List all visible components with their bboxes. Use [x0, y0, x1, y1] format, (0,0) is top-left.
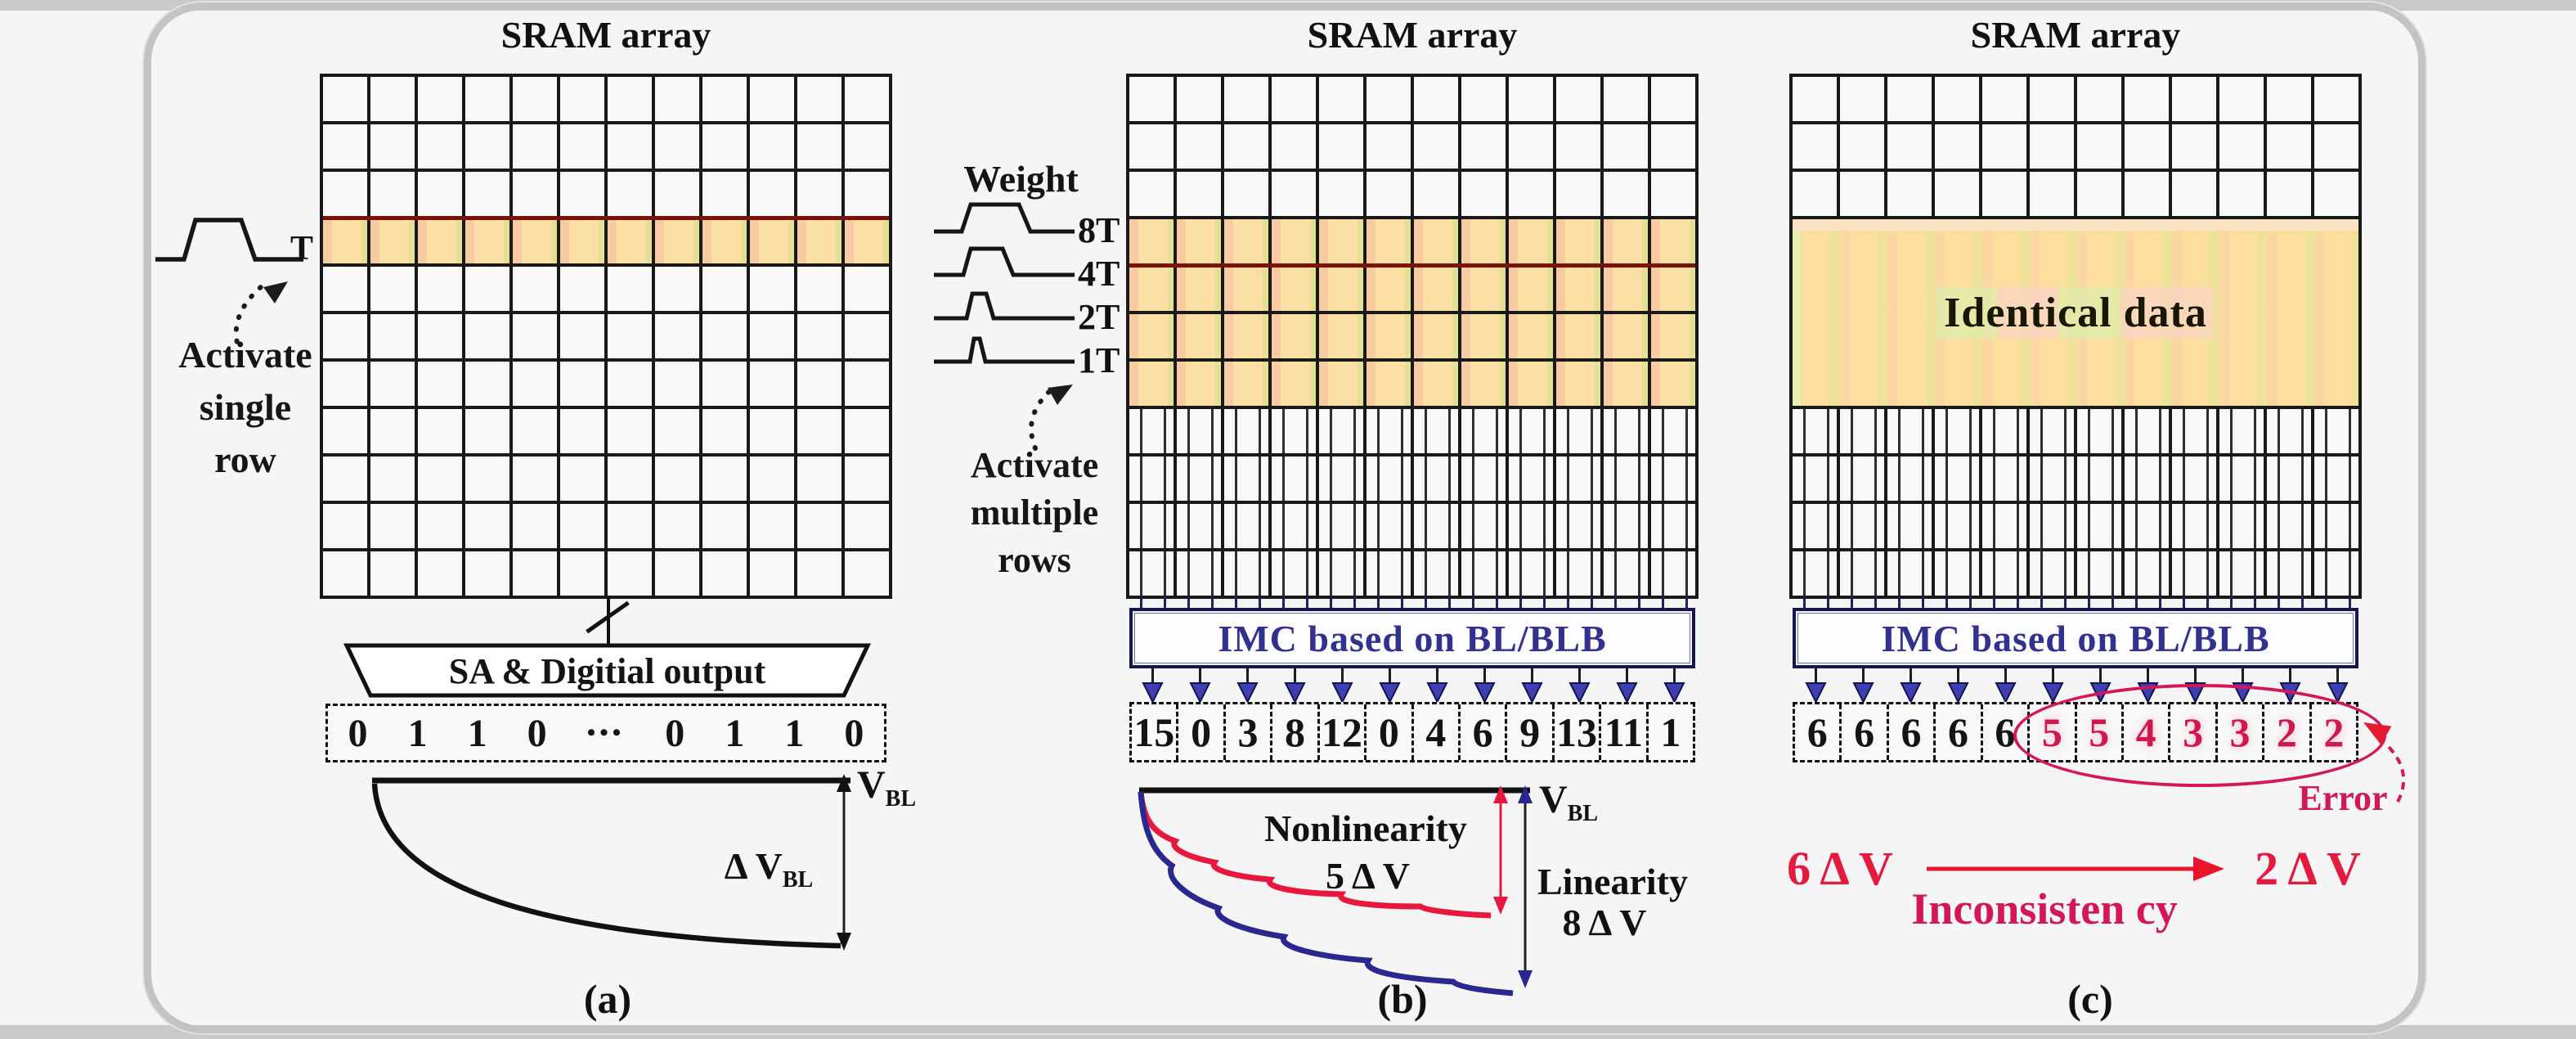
output-cell: 13 — [1551, 704, 1599, 760]
sa-trapezoid — [343, 643, 871, 698]
activate-arrow-icon-a — [233, 281, 288, 356]
caption-c: (c) — [2067, 976, 2113, 1022]
pulse-label-4t: 4T — [1078, 254, 1120, 294]
output-cell: 6 — [1457, 704, 1505, 760]
output-cell: 12 — [1317, 704, 1364, 760]
error-label: Error — [2298, 778, 2388, 818]
output-cell: 6 — [1839, 704, 1886, 760]
bitline-stubs-b — [1129, 596, 1695, 608]
bit-value: 0 — [844, 711, 864, 755]
nonlinearity-label: Nonlinearity — [1264, 807, 1467, 849]
output-cell: 11 — [1599, 704, 1645, 760]
imc-box-b: IMC based on BL/BLB — [1129, 608, 1695, 668]
delta-vbl-label: Δ VBL — [724, 845, 814, 893]
sram-grid-b — [1126, 74, 1699, 599]
sa-box-label: SA & Digitial output — [448, 651, 766, 691]
panel-c-title: SRAM array — [1970, 14, 2181, 56]
output-cell: 0 — [1176, 704, 1223, 760]
grid-lines-a — [320, 74, 892, 599]
output-cell: 9 — [1505, 704, 1551, 760]
error-dashed-connector — [2383, 741, 2406, 803]
vbl-discharge-plot-b — [1138, 785, 1533, 996]
output-arrows-b — [1129, 668, 1695, 702]
caption-a: (a) — [583, 976, 632, 1022]
error-ellipse — [2013, 684, 2386, 787]
digital-output-bits: 0 1 1 0 ••• 0 1 1 0 — [325, 704, 886, 762]
pulse-label-2t: 2T — [1078, 297, 1120, 337]
output-cell: 4 — [1411, 704, 1458, 760]
output-cell: 15 — [1133, 709, 1175, 755]
inconsistency-from-value: 6 Δ V — [1787, 842, 1893, 895]
identical-data-band: Identical data — [1793, 219, 2358, 406]
caption-b: (b) — [1377, 976, 1428, 1022]
vbl-label-b: VBL — [1539, 778, 1599, 826]
output-cell: 6 — [1933, 704, 1980, 760]
sram-grid-a — [320, 74, 892, 599]
bit-value: 1 — [784, 711, 805, 755]
output-cell: 1 — [1645, 704, 1693, 760]
pulse-label-8t: 8T — [1078, 210, 1120, 250]
output-cell: 0 — [1364, 704, 1411, 760]
identical-data-label: Identical data — [1936, 286, 2215, 339]
output-cell: 6 — [1806, 709, 1828, 755]
ellipsis-dots: ••• — [586, 719, 626, 746]
weight-label: Weight — [963, 158, 1079, 200]
bitline-bus — [607, 597, 610, 645]
inconsistency-to-value: 2 Δ V — [2255, 842, 2361, 895]
vbl-discharge-plot-a — [371, 774, 851, 951]
wordline-maroon-a — [323, 216, 889, 220]
activate-arrow-icon-b — [1029, 385, 1073, 451]
output-cell: 6 — [1886, 704, 1933, 760]
imc-output-row-b: 15 0 3 8 12 0 4 6 9 13 11 1 — [1129, 702, 1695, 762]
activate-multiple-rows-label: Activate multiple rows — [970, 445, 1099, 580]
bit-value: 1 — [467, 711, 487, 755]
grid-lines-b — [1126, 74, 1699, 599]
output-cell: 8 — [1270, 704, 1317, 760]
nonlinearity-value: 5 Δ V — [1326, 855, 1410, 897]
bitline-stubs-c — [1793, 596, 2358, 608]
weight-pulses-icon — [934, 202, 1075, 364]
linearity-value: 8 Δ V — [1562, 902, 1647, 943]
pulse-label-t: T — [289, 230, 313, 268]
inconsistency-arrow-icon — [1927, 857, 2224, 881]
sram-grid-c: Identical data — [1789, 74, 2362, 599]
inconsistency-label: Inconsisten cy — [1911, 884, 2178, 933]
linearity-label: Linearity — [1537, 861, 1688, 902]
bit-value: 0 — [527, 711, 547, 755]
imc-box-c: IMC based on BL/BLB — [1793, 608, 2358, 668]
pulse-label-1t: 1T — [1078, 340, 1120, 380]
activate-single-row-label: Activate single row — [178, 334, 312, 480]
panel-b-title: SRAM array — [1307, 14, 1518, 56]
bit-value: 0 — [665, 711, 685, 755]
bit-value: 1 — [725, 711, 745, 755]
wordline-pulse-icon — [155, 218, 303, 262]
bit-value: 0 — [348, 711, 368, 755]
bit-value: 1 — [407, 711, 428, 755]
output-cell: 3 — [1223, 704, 1270, 760]
figure-frame — [144, 2, 2426, 1033]
panel-a-title: SRAM array — [500, 14, 711, 56]
output-cell: 6 — [1980, 704, 2027, 760]
vbl-label-a: VBL — [857, 763, 917, 812]
wordline-maroon-b — [1129, 263, 1695, 268]
